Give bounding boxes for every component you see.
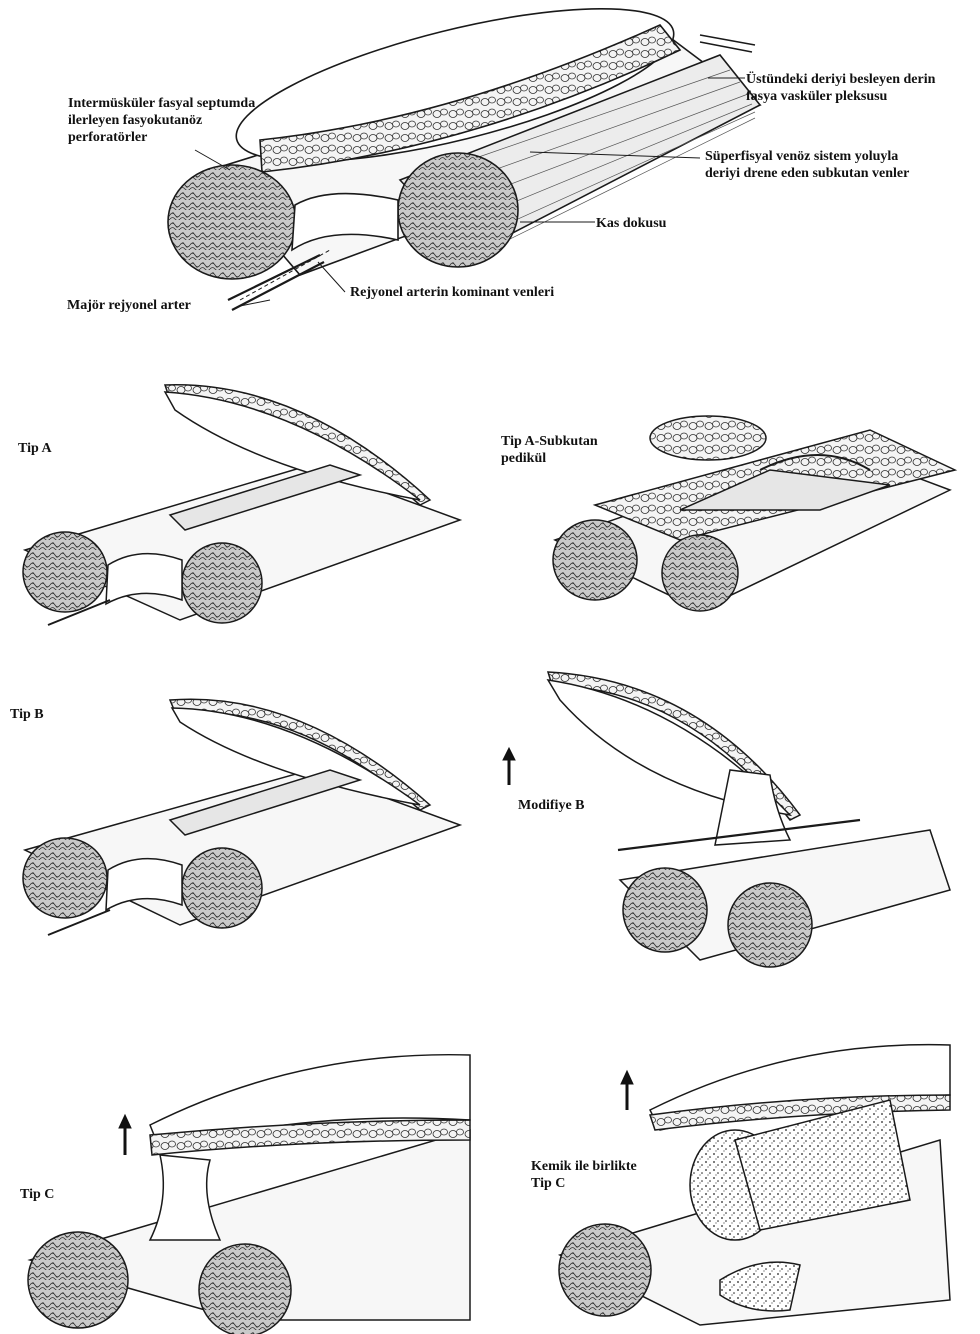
panel-tip-b-illustration bbox=[23, 699, 460, 935]
label-muscle-tissue: Kas dokusu bbox=[596, 215, 666, 232]
panel-label-modifiye-b: Modifiye B bbox=[518, 797, 585, 814]
panel-tip-a-sub-illustration bbox=[553, 416, 955, 611]
panel-label-tip-c: Tip C bbox=[20, 1186, 54, 1203]
label-comitant-veins: Rejyonel arterin kominant venleri bbox=[350, 284, 554, 301]
up-arrow-icon bbox=[119, 1115, 131, 1155]
panel-label-tip-a: Tip A bbox=[18, 440, 52, 457]
panel-label-tip-b: Tip B bbox=[10, 706, 44, 723]
up-arrow-icon bbox=[503, 748, 515, 785]
panel-label-tip-c-bone: Kemik ile birlikte Tip C bbox=[531, 1158, 637, 1192]
panel-tip-a-illustration bbox=[23, 385, 460, 625]
main-limb-cross-section bbox=[168, 0, 760, 310]
up-arrow-icon bbox=[621, 1071, 633, 1110]
label-fascial-plexus: Üstündeki deriyi besleyen derin fasya va… bbox=[746, 71, 935, 105]
panel-tip-c-illustration bbox=[28, 1055, 470, 1334]
label-major-artery: Majör rejyonel arter bbox=[67, 297, 191, 314]
label-septum-perforators: Intermüsküler fasyal septumda ilerleyen … bbox=[68, 95, 255, 146]
label-subcutaneous-veins: Süperfisyal venöz sistem yoluyla deriyi … bbox=[705, 148, 909, 182]
panel-modifiye-b-illustration bbox=[548, 672, 950, 967]
panel-label-tip-a-sub: Tip A-Subkutan pedikül bbox=[501, 433, 598, 467]
